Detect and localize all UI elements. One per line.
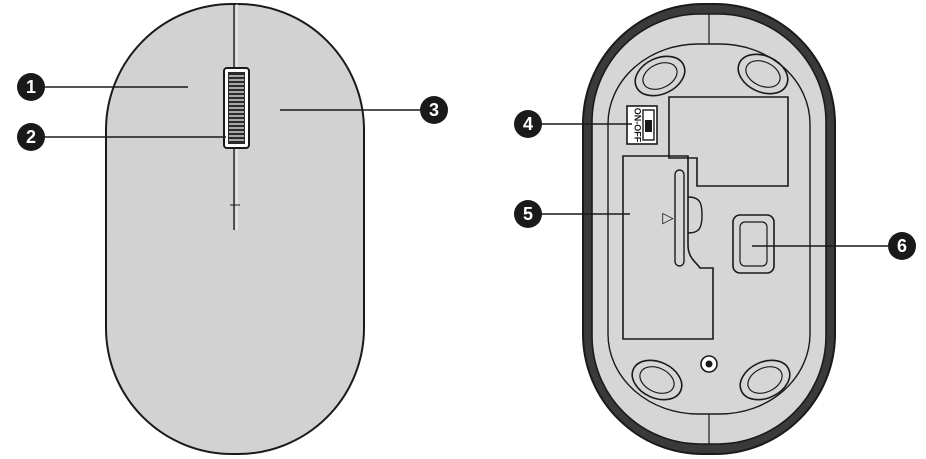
callout-4: 4 <box>514 110 542 138</box>
switch-label: ON-OFF <box>633 108 643 143</box>
wheel-ridges <box>229 75 244 141</box>
callout-5: 5 <box>514 200 542 228</box>
callout-2: 2 <box>17 123 45 151</box>
mouse-top-view <box>105 3 365 455</box>
foot-pad-bottom-left <box>631 359 683 401</box>
callout-number: 5 <box>523 204 533 224</box>
battery-compartment: ▷ <box>622 155 714 340</box>
screw-hole <box>700 355 718 373</box>
foot-pad-top-right <box>737 53 789 95</box>
callout-3: 3 <box>420 96 448 124</box>
power-switch: ON-OFF <box>626 105 658 145</box>
scroll-wheel <box>223 67 250 149</box>
callout-number: 4 <box>523 114 533 134</box>
callout-number: 3 <box>429 100 439 120</box>
callout-number: 1 <box>26 77 36 97</box>
foot-pad-bottom-right <box>739 359 791 401</box>
callout-number: 6 <box>897 236 907 256</box>
optical-sensor <box>732 214 775 274</box>
callout-number: 2 <box>26 127 36 147</box>
foot-pad-top-left <box>634 55 686 97</box>
leader-lines <box>44 86 888 247</box>
callout-6: 6 <box>888 232 916 260</box>
mouse-bottom-view: ON-OFF ▷ <box>582 3 836 455</box>
battery-arrow-icon: ▷ <box>662 209 674 227</box>
bottom-shell-inner <box>591 13 827 445</box>
callout-1: 1 <box>17 73 45 101</box>
label-recess <box>668 96 789 187</box>
top-shell <box>105 3 365 455</box>
